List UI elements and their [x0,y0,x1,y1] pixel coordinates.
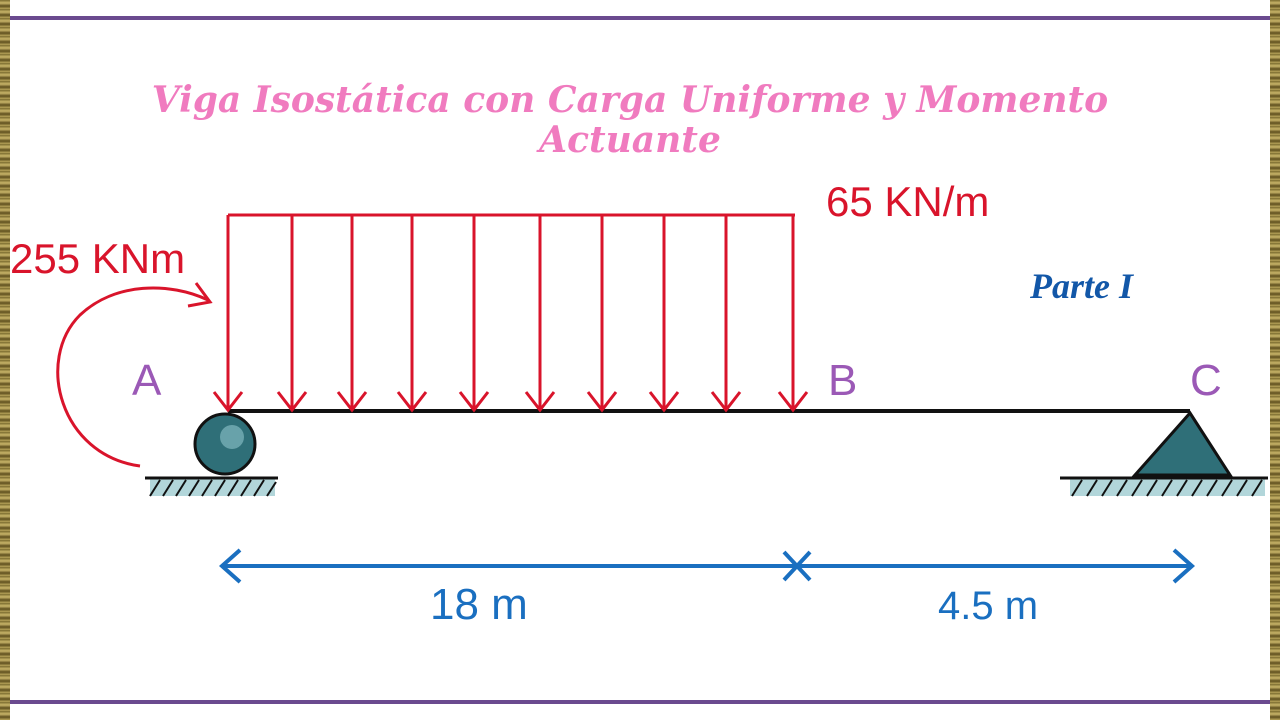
load-arrowhead [648,391,680,413]
point-b-label: B [828,356,858,405]
moment-label: 255 KNm [10,235,186,282]
pin-support-c [1131,410,1233,477]
load-arrowhead [710,391,742,413]
span-bc-label: 4.5 m [938,584,1039,628]
load-arrowhead [524,391,556,413]
distributed-load-arrows [212,215,809,413]
right-frame-border [1270,0,1280,720]
moment-arc [56,286,209,468]
load-arrowhead [212,391,244,413]
load-arrowhead [777,391,809,413]
ground-c-hatch [1071,479,1263,497]
diagram-title: Viga Isostática con Carga Uniforme y Mom… [151,79,1109,161]
dimension-arrow-right [1172,548,1196,584]
moment-arrowhead [187,282,213,308]
bottom-border-line [10,700,1270,704]
load-arrowhead [396,391,428,413]
part-label: Parte I [1030,266,1133,306]
point-c-label: C [1190,356,1222,405]
dimension-mark-b [782,550,812,582]
load-arrowhead [276,391,308,413]
distributed-load-label: 65 KN/m [826,178,990,225]
span-ab-label: 18 m [430,580,528,629]
load-arrowhead [458,391,490,413]
dimension-arrow-left [218,548,242,584]
load-arrowhead [336,391,368,413]
load-arrowhead [586,391,618,413]
ground-a-hatch [149,479,277,497]
left-frame-border [0,0,10,720]
point-a-label: A [132,356,162,405]
top-border-line [10,16,1270,20]
